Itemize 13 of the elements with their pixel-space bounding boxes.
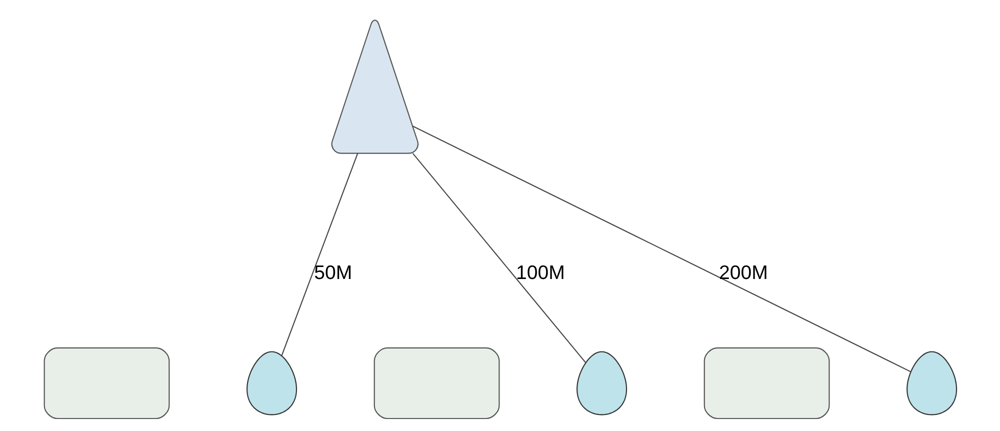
- node-person: [906, 351, 957, 416]
- edge-label: 200M: [718, 262, 768, 284]
- edge-label: 100M: [516, 262, 564, 284]
- node-box: [373, 347, 500, 420]
- connector: [412, 153, 586, 363]
- node-box: [43, 347, 170, 420]
- edge-label: 50M: [314, 262, 352, 284]
- node-picture: [330, 20, 418, 154]
- node-person: [246, 351, 297, 416]
- connector: [280, 153, 358, 356]
- connector: [412, 126, 911, 372]
- node-box: [703, 347, 830, 420]
- node-person: [576, 351, 627, 416]
